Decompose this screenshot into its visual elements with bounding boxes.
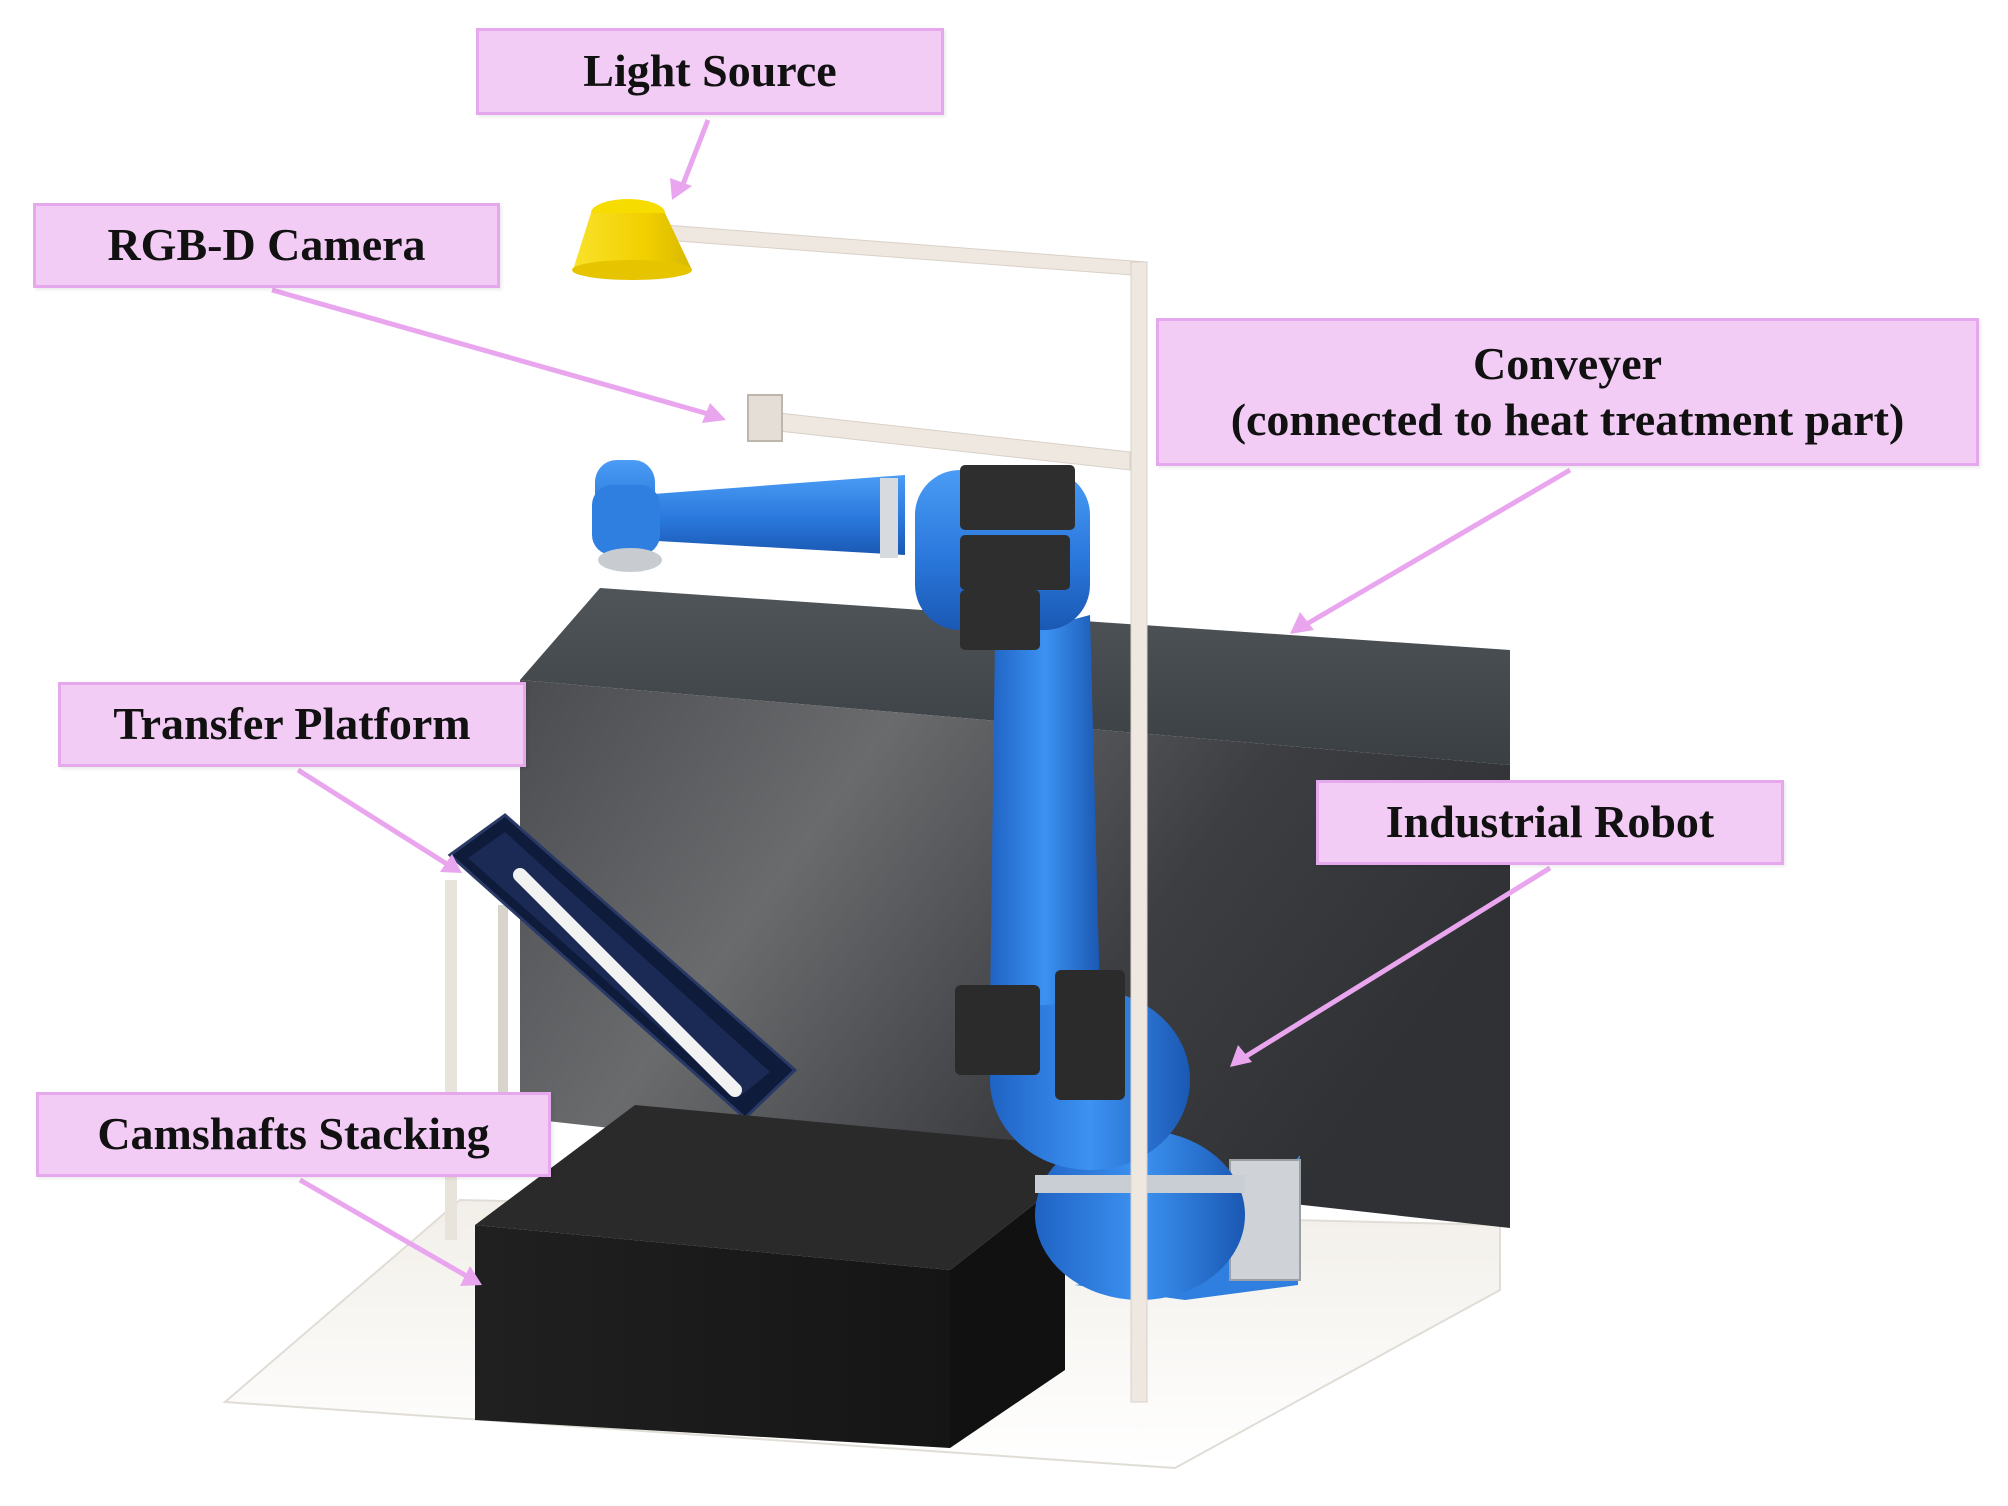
industrial-robot-label: Industrial Robot [1316,780,1784,865]
rgbd-camera-label: RGB-D Camera [33,203,500,288]
stack-box-top [475,1105,1065,1270]
camshafts-stacking-label: Camshafts Stacking [36,1092,551,1177]
camera-mount-bar [769,411,1131,471]
light-source-text: Light Source [583,45,837,97]
robot-upper-arm [640,475,905,555]
camshaft-on-platform [513,868,742,1097]
robot-motor [960,590,1040,650]
camshafts-stacking-text: Camshafts Stacking [97,1108,490,1160]
light-arm [664,224,1146,277]
conveyer-label: Conveyer (connected to heat treatment pa… [1156,318,1979,466]
robot-flange [598,548,662,572]
robot-motor [955,985,1040,1075]
light-shade [573,213,692,270]
camera-body [747,394,783,442]
stack-box-front [475,1225,950,1448]
transfer-platform-label: Transfer Platform [58,682,526,767]
light-source-label: Light Source [476,28,944,115]
robot-lower-arm [990,615,1100,1010]
rgbd-camera-text: RGB-D Camera [107,219,426,271]
robot-wrist [592,485,660,555]
light-pole [1130,261,1148,1403]
conveyer-subtitle: (connected to heat treatment part) [1230,394,1905,445]
frame-post [498,905,508,1135]
arrowheads [440,178,1314,1286]
robot-motor [960,535,1070,590]
stack-box-side [950,1180,1065,1448]
pointer-arrows [271,119,1572,1281]
transfer-platform-text: Transfer Platform [113,698,471,750]
robot-motor [1055,970,1125,1100]
frame-post [445,880,457,1240]
industrial-robot-text: Industrial Robot [1385,796,1715,848]
light-bottom [572,260,692,280]
conveyer-title: Conveyer [1472,337,1663,389]
robot-arm-ring [880,478,898,558]
robot-motor [960,465,1075,530]
